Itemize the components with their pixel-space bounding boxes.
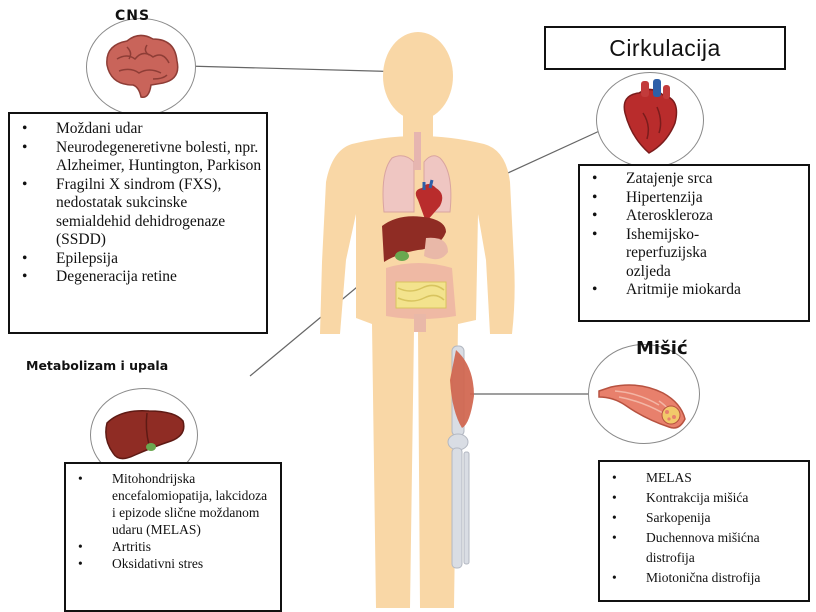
list-item: • Hipertenzija [580, 189, 808, 208]
bullet: • [592, 170, 597, 189]
bullet: • [612, 568, 617, 588]
list-item: • MELAS [600, 468, 808, 488]
brain-circle [86, 18, 196, 116]
item-text: Fragilni X sindrom (FXS), nedostatak suk… [56, 176, 225, 249]
bullet: • [78, 470, 83, 487]
list-item: • Ateroskleroza [580, 207, 808, 226]
circulation-title-box: Cirkulacija [544, 26, 786, 70]
circulation-title: Cirkulacija [546, 28, 784, 68]
item-text: Ishemijsko-reperfuzijska ozljeda [626, 226, 707, 280]
heart-icon [597, 73, 703, 167]
muscle-circle [588, 344, 700, 444]
item-text: Moždani udar [56, 120, 143, 137]
list-item: • Artritis [66, 538, 280, 555]
circulation-list: • Zatajenje srca • Hipertenzija • Ateroskle… [580, 166, 808, 300]
item-text: Sarkopenija [646, 510, 710, 525]
bullet: • [592, 281, 597, 300]
bullet: • [612, 508, 617, 528]
list-item: • Moždani udar [10, 120, 266, 139]
muscle-list: •MELAS •Kontrakcija mišića •Sarkopenija … [600, 462, 808, 588]
list-item: • Ishemijsko-reperfuzijska ozljeda [580, 226, 808, 282]
brain-icon [87, 19, 195, 115]
cns-title: CNS [115, 8, 150, 24]
item-text: Neurodegeneretivne bolesti, npr. Alzheim… [56, 139, 261, 175]
bullet: • [612, 468, 617, 488]
bullet: • [78, 555, 83, 572]
item-text: Aritmije miokarda [626, 281, 741, 298]
item-text: Artritis [112, 539, 151, 554]
list-item: • Zatajenje srca [580, 170, 808, 189]
list-item: • Oksidativni stres [66, 555, 280, 572]
bullet: • [22, 176, 27, 195]
bullet: • [592, 207, 597, 226]
list-item: • Duchennova mišićna distrofija [600, 528, 808, 568]
cns-box: • Moždani udar • Neurodegeneretivne bolest… [8, 112, 268, 334]
item-text: Miotonična distrofija [646, 570, 760, 585]
item-text: Zatajenje srca [626, 170, 712, 187]
muscle-box: •MELAS •Kontrakcija mišića •Sarkopenija … [598, 460, 810, 602]
item-text: Epilepsija [56, 250, 118, 267]
item-text: Duchennova mišićna distrofija [646, 530, 760, 565]
list-item: • Miotonična distrofija [600, 568, 808, 588]
bullet: • [592, 226, 597, 245]
bullet: • [592, 189, 597, 208]
circulation-box: • Zatajenje srca • Hipertenzija • Ateroskle… [578, 164, 810, 322]
bullet: • [22, 268, 27, 287]
metabolism-title: Metabolizam i upala [26, 358, 168, 373]
list-item: • Sarkopenija [600, 508, 808, 528]
list-item: • Degeneracija retine [10, 268, 266, 287]
gallbladder [395, 251, 409, 261]
bullet: • [22, 120, 27, 139]
list-item: • Aritmije miokarda [580, 281, 808, 300]
item-text: MELAS [646, 470, 692, 485]
muscle-icon [589, 345, 699, 443]
bullet: • [78, 538, 83, 555]
cns-connector-line [186, 66, 410, 72]
list-item: • Kontrakcija mišića [600, 488, 808, 508]
item-text: Oksidativni stres [112, 556, 203, 571]
item-text: Ateroskleroza [626, 207, 713, 224]
item-text: Kontrakcija mišića [646, 490, 748, 505]
metabolism-box: • Mitohondrijska encefalomiopatija, lakci… [64, 462, 282, 612]
bullet: • [612, 528, 617, 548]
bullet: • [22, 139, 27, 158]
bullet: • [22, 250, 27, 269]
item-text: Hipertenzija [626, 189, 703, 206]
muscle-title: Mišić [636, 338, 688, 359]
bullet: • [612, 488, 617, 508]
item-text: Degeneracija retine [56, 268, 177, 285]
cns-list: • Moždani udar • Neurodegeneretivne bolest… [10, 114, 266, 287]
list-item: • Mitohondrijska encefalomiopatija, lakci… [66, 470, 280, 538]
list-item: • Epilepsija [10, 250, 266, 269]
heart-circle [596, 72, 704, 168]
list-item: • Neurodegeneretivne bolesti, npr. Alzhei… [10, 139, 266, 176]
list-item: • Fragilni X sindrom (FXS), nedostatak su… [10, 176, 266, 250]
metabolism-list: • Mitohondrijska encefalomiopatija, lakci… [66, 464, 280, 572]
trachea [414, 132, 421, 170]
item-text: Mitohondrijska encefalomiopatija, lakcid… [112, 471, 267, 537]
